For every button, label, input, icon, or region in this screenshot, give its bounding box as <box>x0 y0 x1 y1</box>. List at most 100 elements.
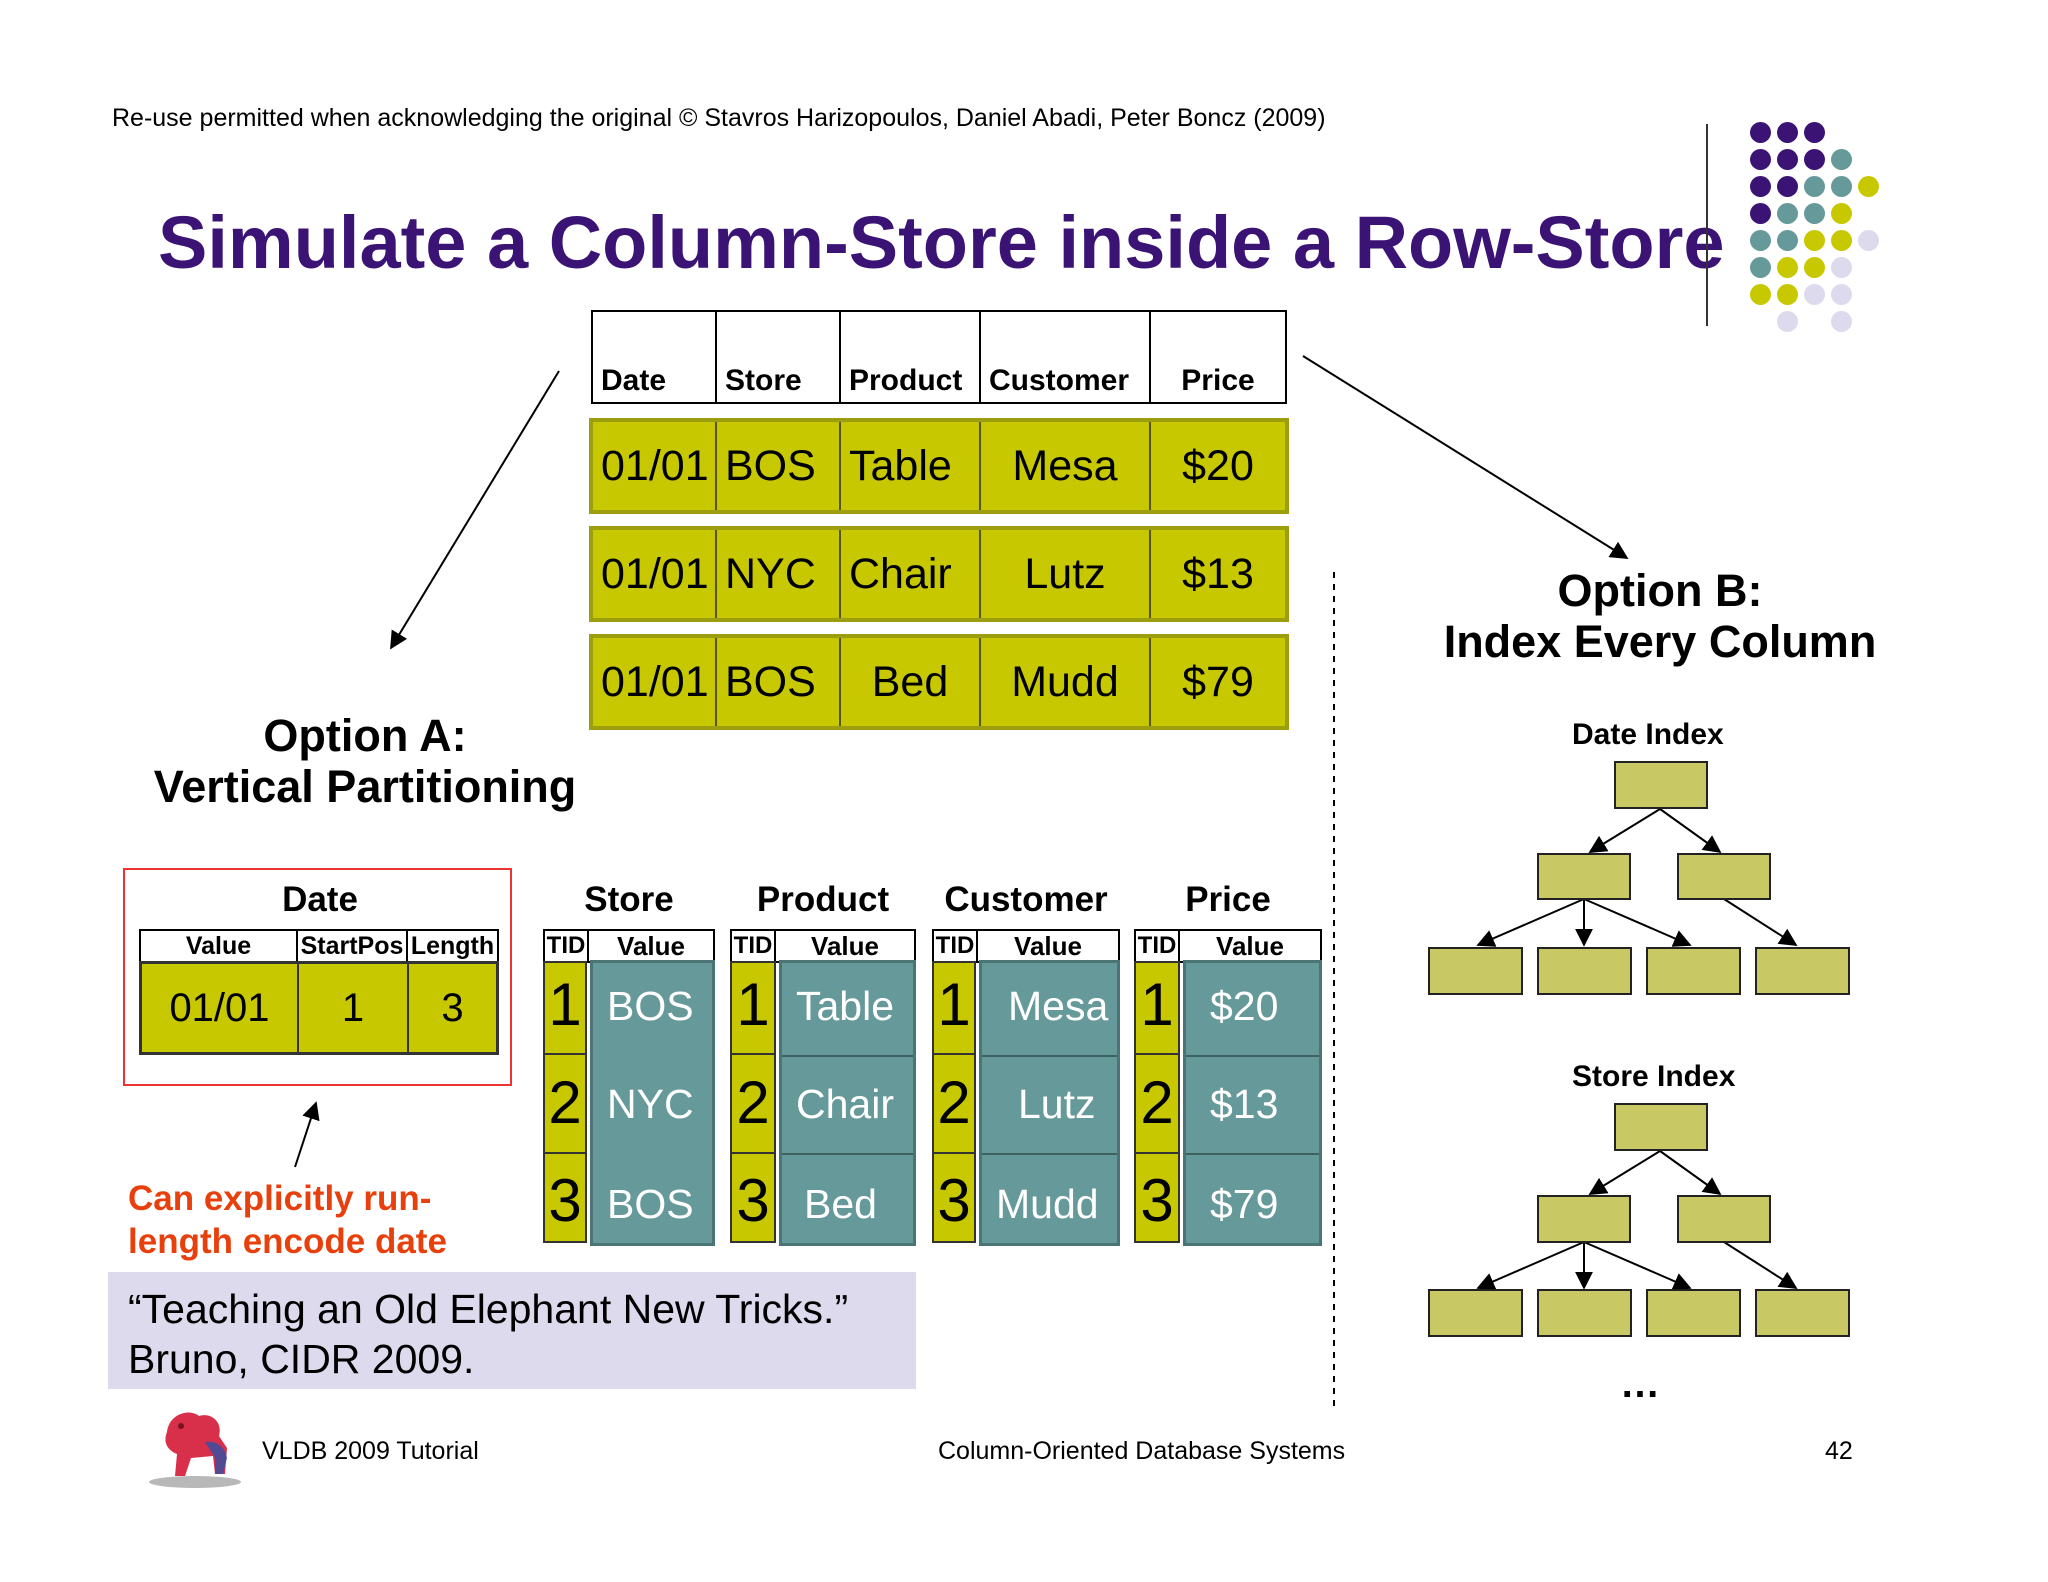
tid-value: 3 <box>548 1167 582 1234</box>
value-column: Table Chair Bed <box>779 960 916 1246</box>
tid-value: 2 <box>548 1069 582 1136</box>
table-row: 01/01 BOS Table Mesa $20 <box>589 418 1289 514</box>
tid-column: 1 2 3 <box>543 961 587 1243</box>
date-index-leaf-node <box>1646 947 1741 995</box>
logo-dot <box>1858 230 1879 251</box>
arrow-to-option-b <box>1302 355 1629 559</box>
footer-center: Column-Oriented Database Systems <box>938 1437 1346 1465</box>
value-header: Value <box>1014 930 1082 961</box>
citation-box: “Teaching an Old Elephant New Tricks.” B… <box>108 1272 916 1389</box>
logo-dot <box>1831 149 1852 170</box>
table-row: 01/01 BOS Bed Mudd $79 <box>589 634 1289 730</box>
copyright-notice: Re-use permitted when acknowledging the … <box>112 104 1326 132</box>
tid-value: 2 <box>736 1069 770 1136</box>
column-header: TID Value <box>1134 929 1322 963</box>
rle-header-length: Length <box>410 931 495 960</box>
rle-header-value: Value <box>141 931 298 961</box>
tid-value: 3 <box>937 1167 971 1234</box>
option-b-line2: Index Every Column <box>1443 616 1877 667</box>
logo-dot <box>1804 284 1825 305</box>
tid-column: 1 2 3 <box>730 961 776 1243</box>
logo-dot <box>1777 176 1798 197</box>
product-column-table: Product TID Value 1 2 3 Table Chair Bed <box>730 880 916 1246</box>
tid-divider <box>1136 1053 1178 1055</box>
row-table-header: Date Store Product Customer Price <box>591 310 1287 404</box>
store-index-leaf-node <box>1755 1289 1850 1337</box>
store-index-leaf-node <box>1428 1289 1523 1337</box>
logo-dot <box>1750 230 1771 251</box>
logo-dot <box>1750 284 1771 305</box>
logo-dot <box>1831 230 1852 251</box>
value-divider <box>1186 1055 1319 1057</box>
logo-dot <box>1831 203 1852 224</box>
logo-dot <box>1804 203 1825 224</box>
cell-product: Bed <box>841 638 981 726</box>
tid-divider <box>732 1053 774 1055</box>
tid-value: 2 <box>1140 1069 1174 1136</box>
footer-left: VLDB 2009 Tutorial <box>262 1437 479 1465</box>
dot-grid-logo-icon <box>1750 122 1900 332</box>
price-value: $20 <box>1210 983 1279 1029</box>
logo-dot <box>1804 257 1825 278</box>
cell-customer: Mudd <box>981 638 1151 726</box>
customer-value: Mudd <box>996 1181 1099 1227</box>
cell-store: NYC <box>717 530 841 618</box>
logo-dot <box>1750 257 1771 278</box>
date-index-inner-node <box>1677 853 1771 900</box>
cell-product: Chair <box>841 530 981 618</box>
date-rle-row: 01/01 1 3 <box>139 961 499 1055</box>
date-index-root-node <box>1614 761 1708 809</box>
rle-note: Can explicitly run- length encode date <box>128 1177 447 1263</box>
value-divider <box>782 1055 913 1057</box>
cell-date: 01/01 <box>593 638 717 726</box>
value-header: Value <box>1216 930 1284 961</box>
date-index-leaf-node <box>1537 947 1632 995</box>
tid-divider <box>934 1152 974 1154</box>
store-index-root-node <box>1614 1103 1708 1151</box>
date-rle-title: Date <box>282 880 358 919</box>
product-value: Table <box>796 983 895 1029</box>
store-index-inner-node <box>1677 1195 1771 1243</box>
date-index-leaf-node <box>1428 947 1523 995</box>
logo-dot <box>1831 176 1852 197</box>
cell-price: $79 <box>1182 657 1254 706</box>
tid-header: TID <box>1136 931 1180 961</box>
customer-value: Lutz <box>1018 1081 1096 1127</box>
rle-value: 01/01 <box>142 964 299 1052</box>
cell-customer: Mesa <box>981 422 1151 510</box>
tid-value: 1 <box>548 971 582 1038</box>
header-product: Product <box>841 312 981 402</box>
logo-dot <box>1804 176 1825 197</box>
column-title: Price <box>1185 880 1271 919</box>
page-number: 42 <box>1825 1437 1853 1465</box>
option-a-line2: Vertical Partitioning <box>153 761 577 812</box>
slide-title: Simulate a Column-Store inside a Row-Sto… <box>158 201 1725 284</box>
value-divider <box>1186 1153 1319 1155</box>
value-column: Mesa Lutz Mudd <box>979 960 1120 1246</box>
tid-value: 3 <box>1140 1167 1174 1234</box>
cell-date: 01/01 <box>593 422 717 510</box>
option-a-label: Option A: Vertical Partitioning <box>140 710 590 812</box>
store-value: BOS <box>607 983 694 1029</box>
price-column-table: Price TID Value 1 2 3 $20 $13 $79 <box>1134 880 1322 1246</box>
red-lion-statue-icon <box>149 1412 241 1488</box>
logo-dot <box>1831 257 1852 278</box>
value-column: BOS NYC BOS <box>590 960 715 1246</box>
column-header: TID Value <box>543 929 715 963</box>
cell-store: BOS <box>717 422 841 510</box>
product-value: Chair <box>796 1081 894 1127</box>
logo-dot <box>1777 311 1798 332</box>
tid-divider <box>732 1152 774 1154</box>
logo-dot <box>1777 149 1798 170</box>
logo-dot <box>1750 203 1771 224</box>
arrow-to-option-a <box>390 370 560 650</box>
column-title: Store <box>584 880 674 919</box>
logo-dot <box>1831 311 1852 332</box>
rle-length: 3 <box>441 985 464 1030</box>
value-divider <box>982 1153 1117 1155</box>
column-title: Product <box>756 880 890 919</box>
customer-value: Mesa <box>1008 983 1109 1029</box>
logo-dot <box>1858 176 1879 197</box>
tid-divider <box>545 1053 585 1055</box>
header-date: Date <box>593 312 717 402</box>
